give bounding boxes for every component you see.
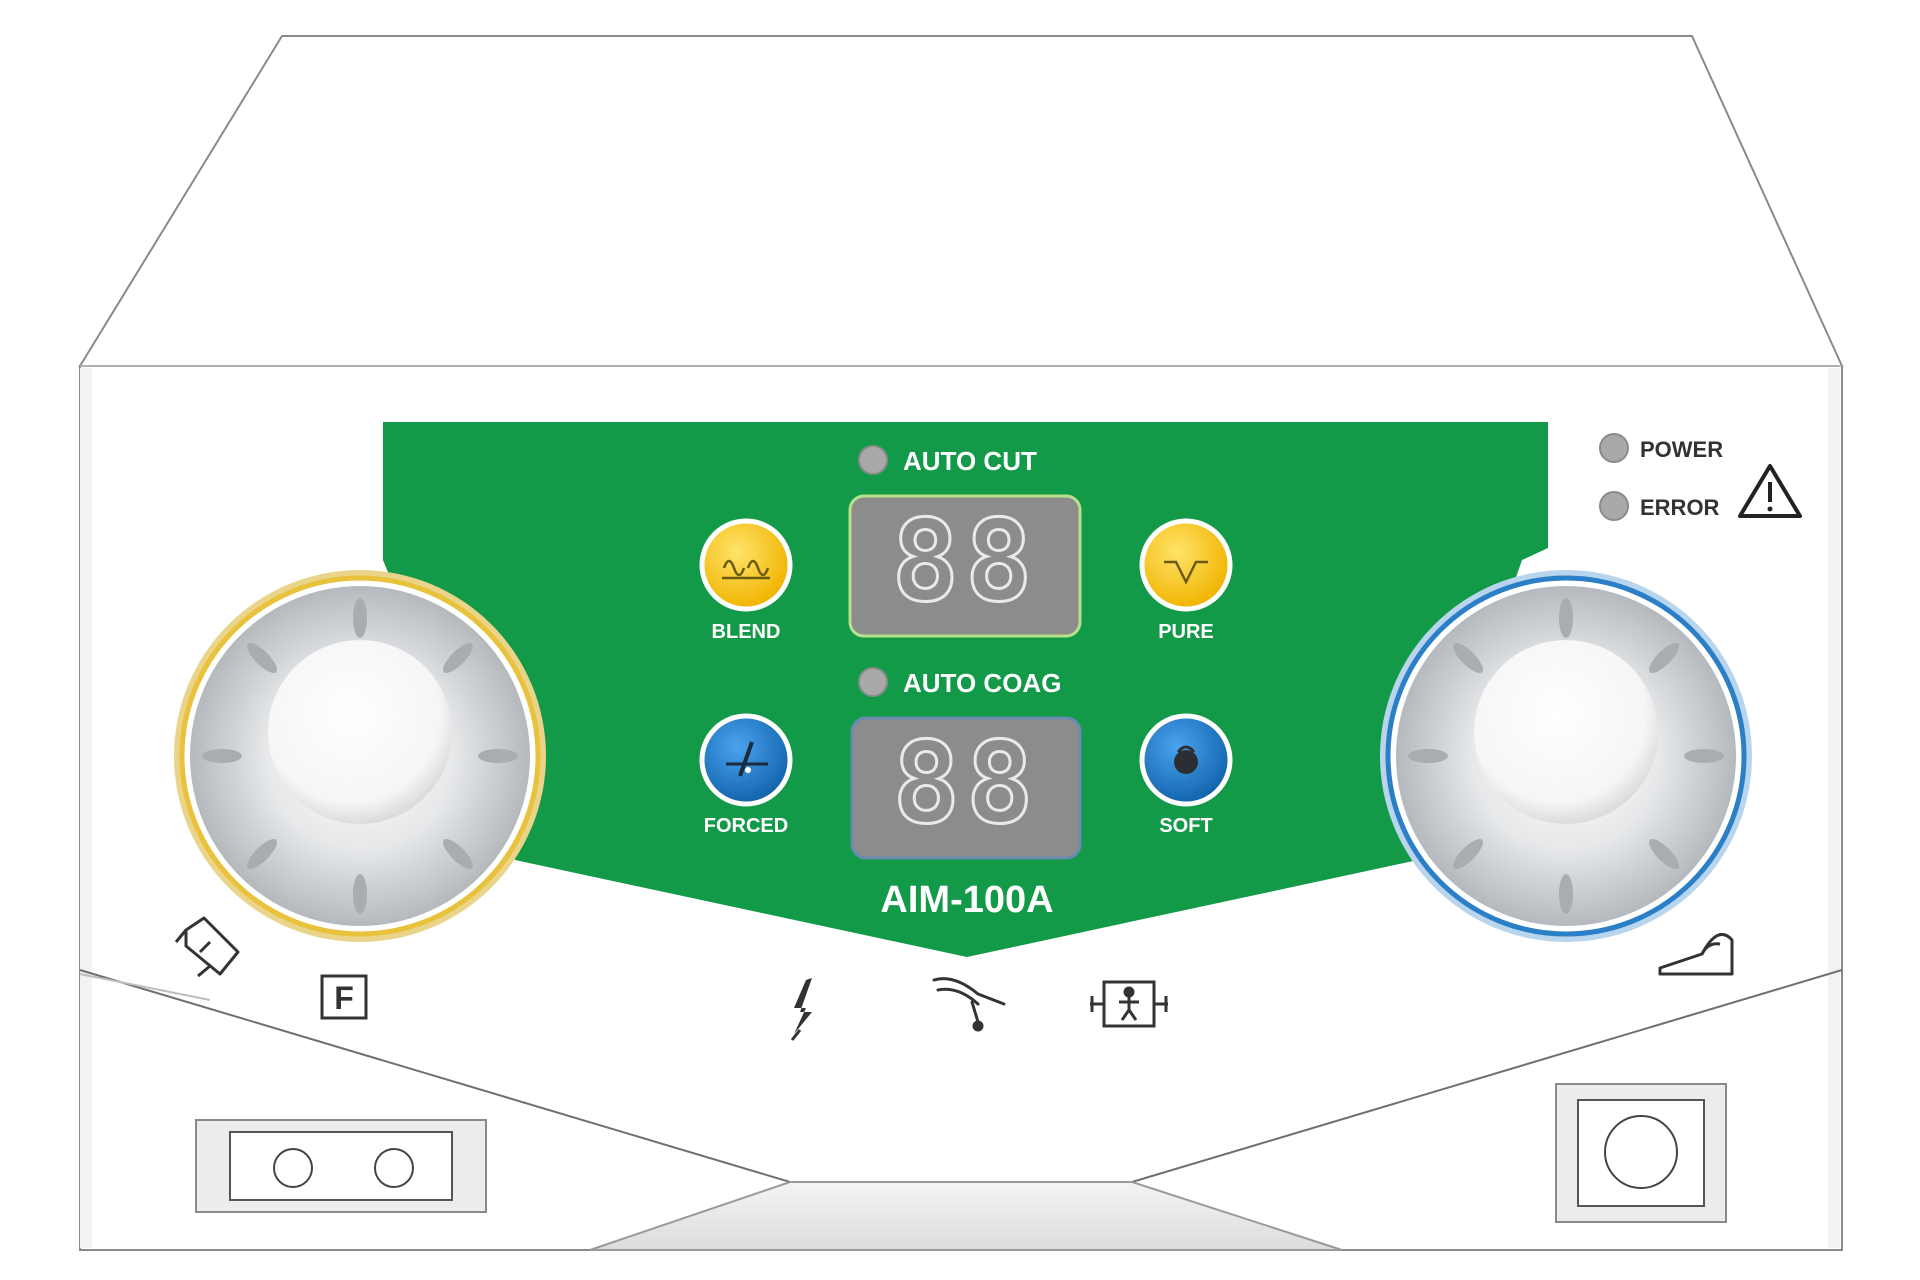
- auto-coag-label: AUTO COAG: [903, 668, 1061, 698]
- housing-top: [78, 35, 1844, 367]
- foot-pedal-icon: [1658, 932, 1734, 976]
- coag-display-value: 88: [893, 719, 1040, 849]
- coag-knob-cap: [1474, 640, 1658, 824]
- coag-power-knob[interactable]: [1380, 570, 1752, 942]
- float-type-marker: F: [320, 974, 368, 1020]
- error-indicator: ERROR: [1599, 491, 1720, 521]
- pure-button[interactable]: PURE: [1139, 518, 1233, 643]
- soft-button[interactable]: SOFT: [1139, 713, 1233, 837]
- forced-label: FORCED: [704, 815, 788, 837]
- pure-label: PURE: [1158, 621, 1214, 643]
- cut-power-knob[interactable]: [174, 570, 546, 942]
- auto-cut-indicator: AUTO CUT: [858, 445, 1037, 476]
- coag-knob-grips: [1408, 598, 1724, 914]
- auto-coag-led: [858, 667, 888, 697]
- bottom-tray: [589, 1181, 1343, 1251]
- neutral-electrode-socket[interactable]: [1555, 1083, 1727, 1223]
- auto-cut-label: AUTO CUT: [903, 446, 1037, 476]
- control-panel-green: [383, 422, 1548, 957]
- error-label: ERROR: [1640, 495, 1720, 520]
- patient-bf-icon: [1090, 980, 1168, 1028]
- lightning-icon: [790, 978, 812, 1041]
- pure-wave-icon: [1164, 560, 1208, 585]
- electrode-pencil-icon: [932, 977, 1006, 1032]
- forced-coag-icon: [726, 741, 768, 777]
- forced-button[interactable]: FORCED: [699, 713, 793, 837]
- blend-wave-icon: [722, 559, 770, 580]
- float-type-label: F: [334, 980, 354, 1016]
- monopolar-handpiece-icon: [174, 916, 240, 978]
- cut-knob-grips: [202, 598, 518, 914]
- model-name: AIM-100A: [880, 879, 1053, 921]
- auto-cut-led: [858, 445, 888, 475]
- soft-coag-icon: [1174, 745, 1198, 774]
- coag-display: 88: [850, 716, 1082, 860]
- cut-display-value: 88: [892, 497, 1039, 627]
- power-indicator: POWER: [1599, 433, 1723, 463]
- warning-triangle-icon: [1738, 464, 1802, 518]
- power-label: POWER: [1640, 437, 1723, 462]
- blend-label: BLEND: [712, 621, 781, 643]
- blend-button[interactable]: BLEND: [699, 518, 793, 643]
- error-led: [1599, 491, 1629, 521]
- power-led: [1599, 433, 1629, 463]
- auto-coag-indicator: AUTO COAG: [858, 667, 1061, 698]
- bipolar-output-socket[interactable]: [195, 1119, 487, 1213]
- cut-knob-cap: [268, 640, 452, 824]
- soft-label: SOFT: [1159, 815, 1212, 837]
- cut-display: 88: [848, 494, 1082, 638]
